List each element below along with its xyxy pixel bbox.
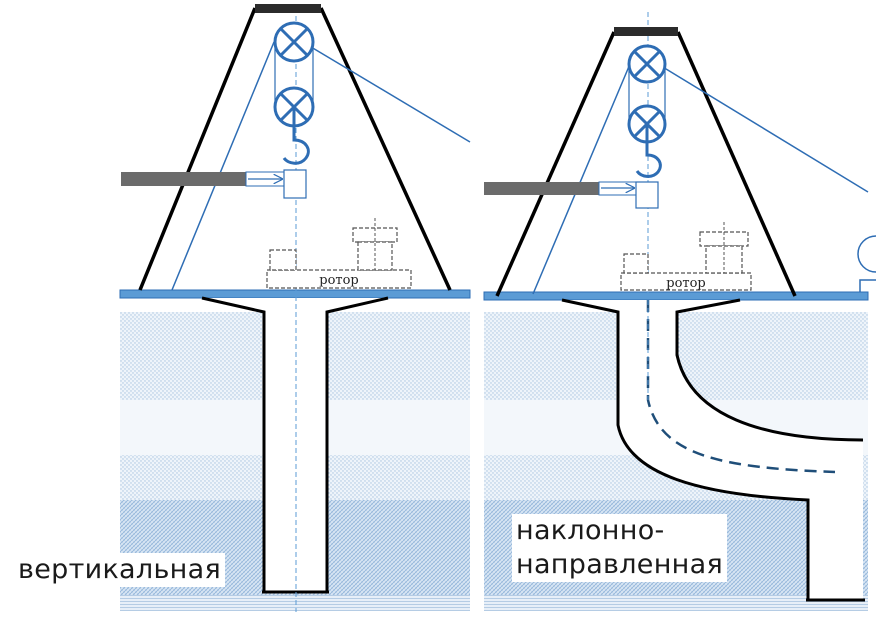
drill-line (532, 63, 631, 295)
caption-directional-line-1: наклонно- (516, 515, 665, 546)
caption-directional-line-2: направленная (516, 549, 724, 580)
wellbore-directional (561, 298, 865, 602)
edge-equipment (857, 235, 877, 273)
drill-line (171, 41, 275, 291)
rotor-label: ротор (666, 276, 706, 291)
derrick (138, 4, 452, 291)
caption-vertical: вертикальная (14, 553, 226, 587)
mud-hose (484, 182, 599, 195)
rotor-label: ротор (319, 273, 359, 288)
ground-surface (119, 289, 471, 299)
ground-surface (483, 291, 869, 301)
caption-directional: наклонно- направленная (512, 514, 728, 582)
swivel (635, 181, 659, 209)
guy-line (295, 37, 471, 143)
hook-icon (282, 135, 310, 165)
swivel (283, 169, 307, 199)
crown-block-icon (627, 44, 667, 84)
rotor-table: ротор (620, 222, 752, 291)
guy-line (647, 57, 869, 193)
travelling-block-icon (273, 86, 315, 135)
derrick (495, 27, 797, 297)
hook-icon (635, 150, 662, 178)
rotor-table: ротор (266, 218, 412, 289)
mud-hose (121, 172, 246, 186)
vertical-well-diagram: ротор (119, 4, 471, 612)
travelling-block-icon (627, 104, 667, 150)
crown-block-icon (273, 21, 315, 63)
